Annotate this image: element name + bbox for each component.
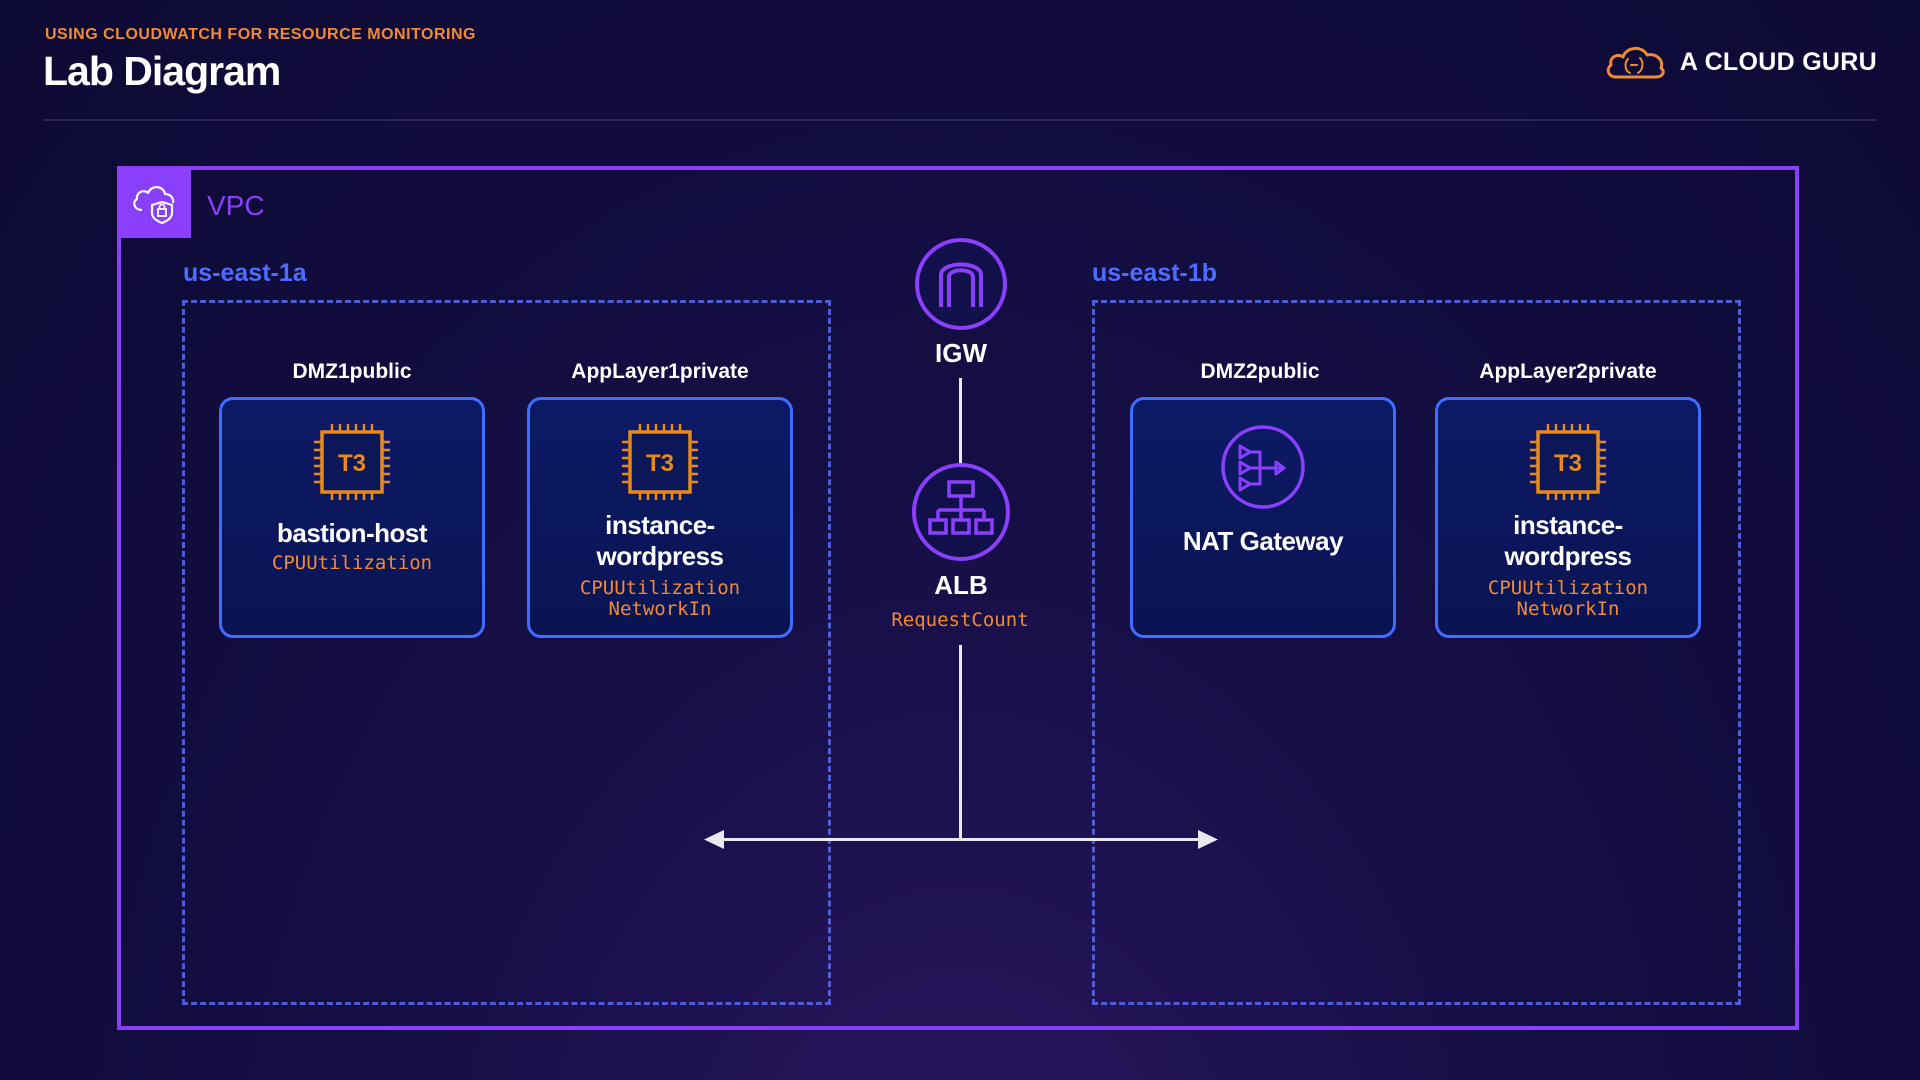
vpc-boundary [117,166,1799,1030]
chip-text: T3 [1554,450,1582,477]
nat-gateway-icon [1221,425,1305,509]
alb-down-connector [959,645,962,840]
vpc-badge [117,166,191,238]
chip-text: T3 [338,450,366,477]
instance-name-line2: wordpress [1504,541,1633,571]
alb-label: ALB [934,570,988,600]
availability-zone-1a [182,300,831,1005]
instance-metric-1: CPUUtilization [1487,577,1649,599]
ec2-t3-chip-icon: T3 [1530,424,1606,500]
load-balancer-icon [912,463,1010,561]
internet-gateway-icon [915,238,1007,330]
nat-gateway-card: NAT Gateway [1130,397,1396,638]
instance-metric-2: NetworkIn [608,598,712,620]
instance-metric: CPUUtilization [271,552,433,574]
nat-gateway-name: NAT Gateway [1182,526,1344,556]
bastion-host-card: T3 bastion-host CPUUtilization [219,397,485,638]
arrow-right-icon [1198,830,1218,849]
az-label-1a: us-east-1a [183,259,307,287]
ec2-t3-chip-icon: T3 [622,424,698,500]
chip-text: T3 [646,450,674,477]
availability-zone-1b [1092,300,1741,1005]
instance-wordpress-1-card: T3 instance- wordpress CPUUtilization Ne… [527,397,793,638]
ec2-t3-chip-icon: T3 [314,424,390,500]
subnet-label-app2: AppLayer2private [1479,360,1657,383]
subnet-label-app1: AppLayer1private [571,360,749,383]
subnet-label-dmz2: DMZ2public [1200,360,1320,383]
igw-label: IGW [935,338,987,368]
instance-name-line2: wordpress [596,541,725,571]
az-label-1b: us-east-1b [1092,259,1218,287]
instance-name-line1: instance- [605,510,715,540]
arrow-left-icon [704,830,724,849]
alb-metric: RequestCount [891,609,1029,631]
vpc-label: VPC [207,190,265,221]
instance-wordpress-2-card: T3 instance- wordpress CPUUtilization Ne… [1435,397,1701,638]
header-divider [43,119,1877,121]
brand-logo: A CLOUD GURU [1604,43,1877,81]
instance-metric-2: NetworkIn [1516,598,1620,620]
instance-name-line1: instance- [1513,510,1623,540]
cloud-logo-icon [1606,47,1665,79]
brand-name: A CLOUD GURU [1679,47,1877,76]
slide-subtitle: USING CLOUDWATCH FOR RESOURCE MONITORING [45,26,476,43]
alb-distribution-line [718,838,1202,841]
vpc-cloud-shield-icon [133,186,175,225]
igw-alb-connector [959,378,962,464]
instance-name: bastion-host [277,518,428,548]
instance-metric-1: CPUUtilization [579,577,741,599]
page-title: Lab Diagram [43,48,281,94]
subnet-label-dmz1: DMZ1public [292,360,412,383]
